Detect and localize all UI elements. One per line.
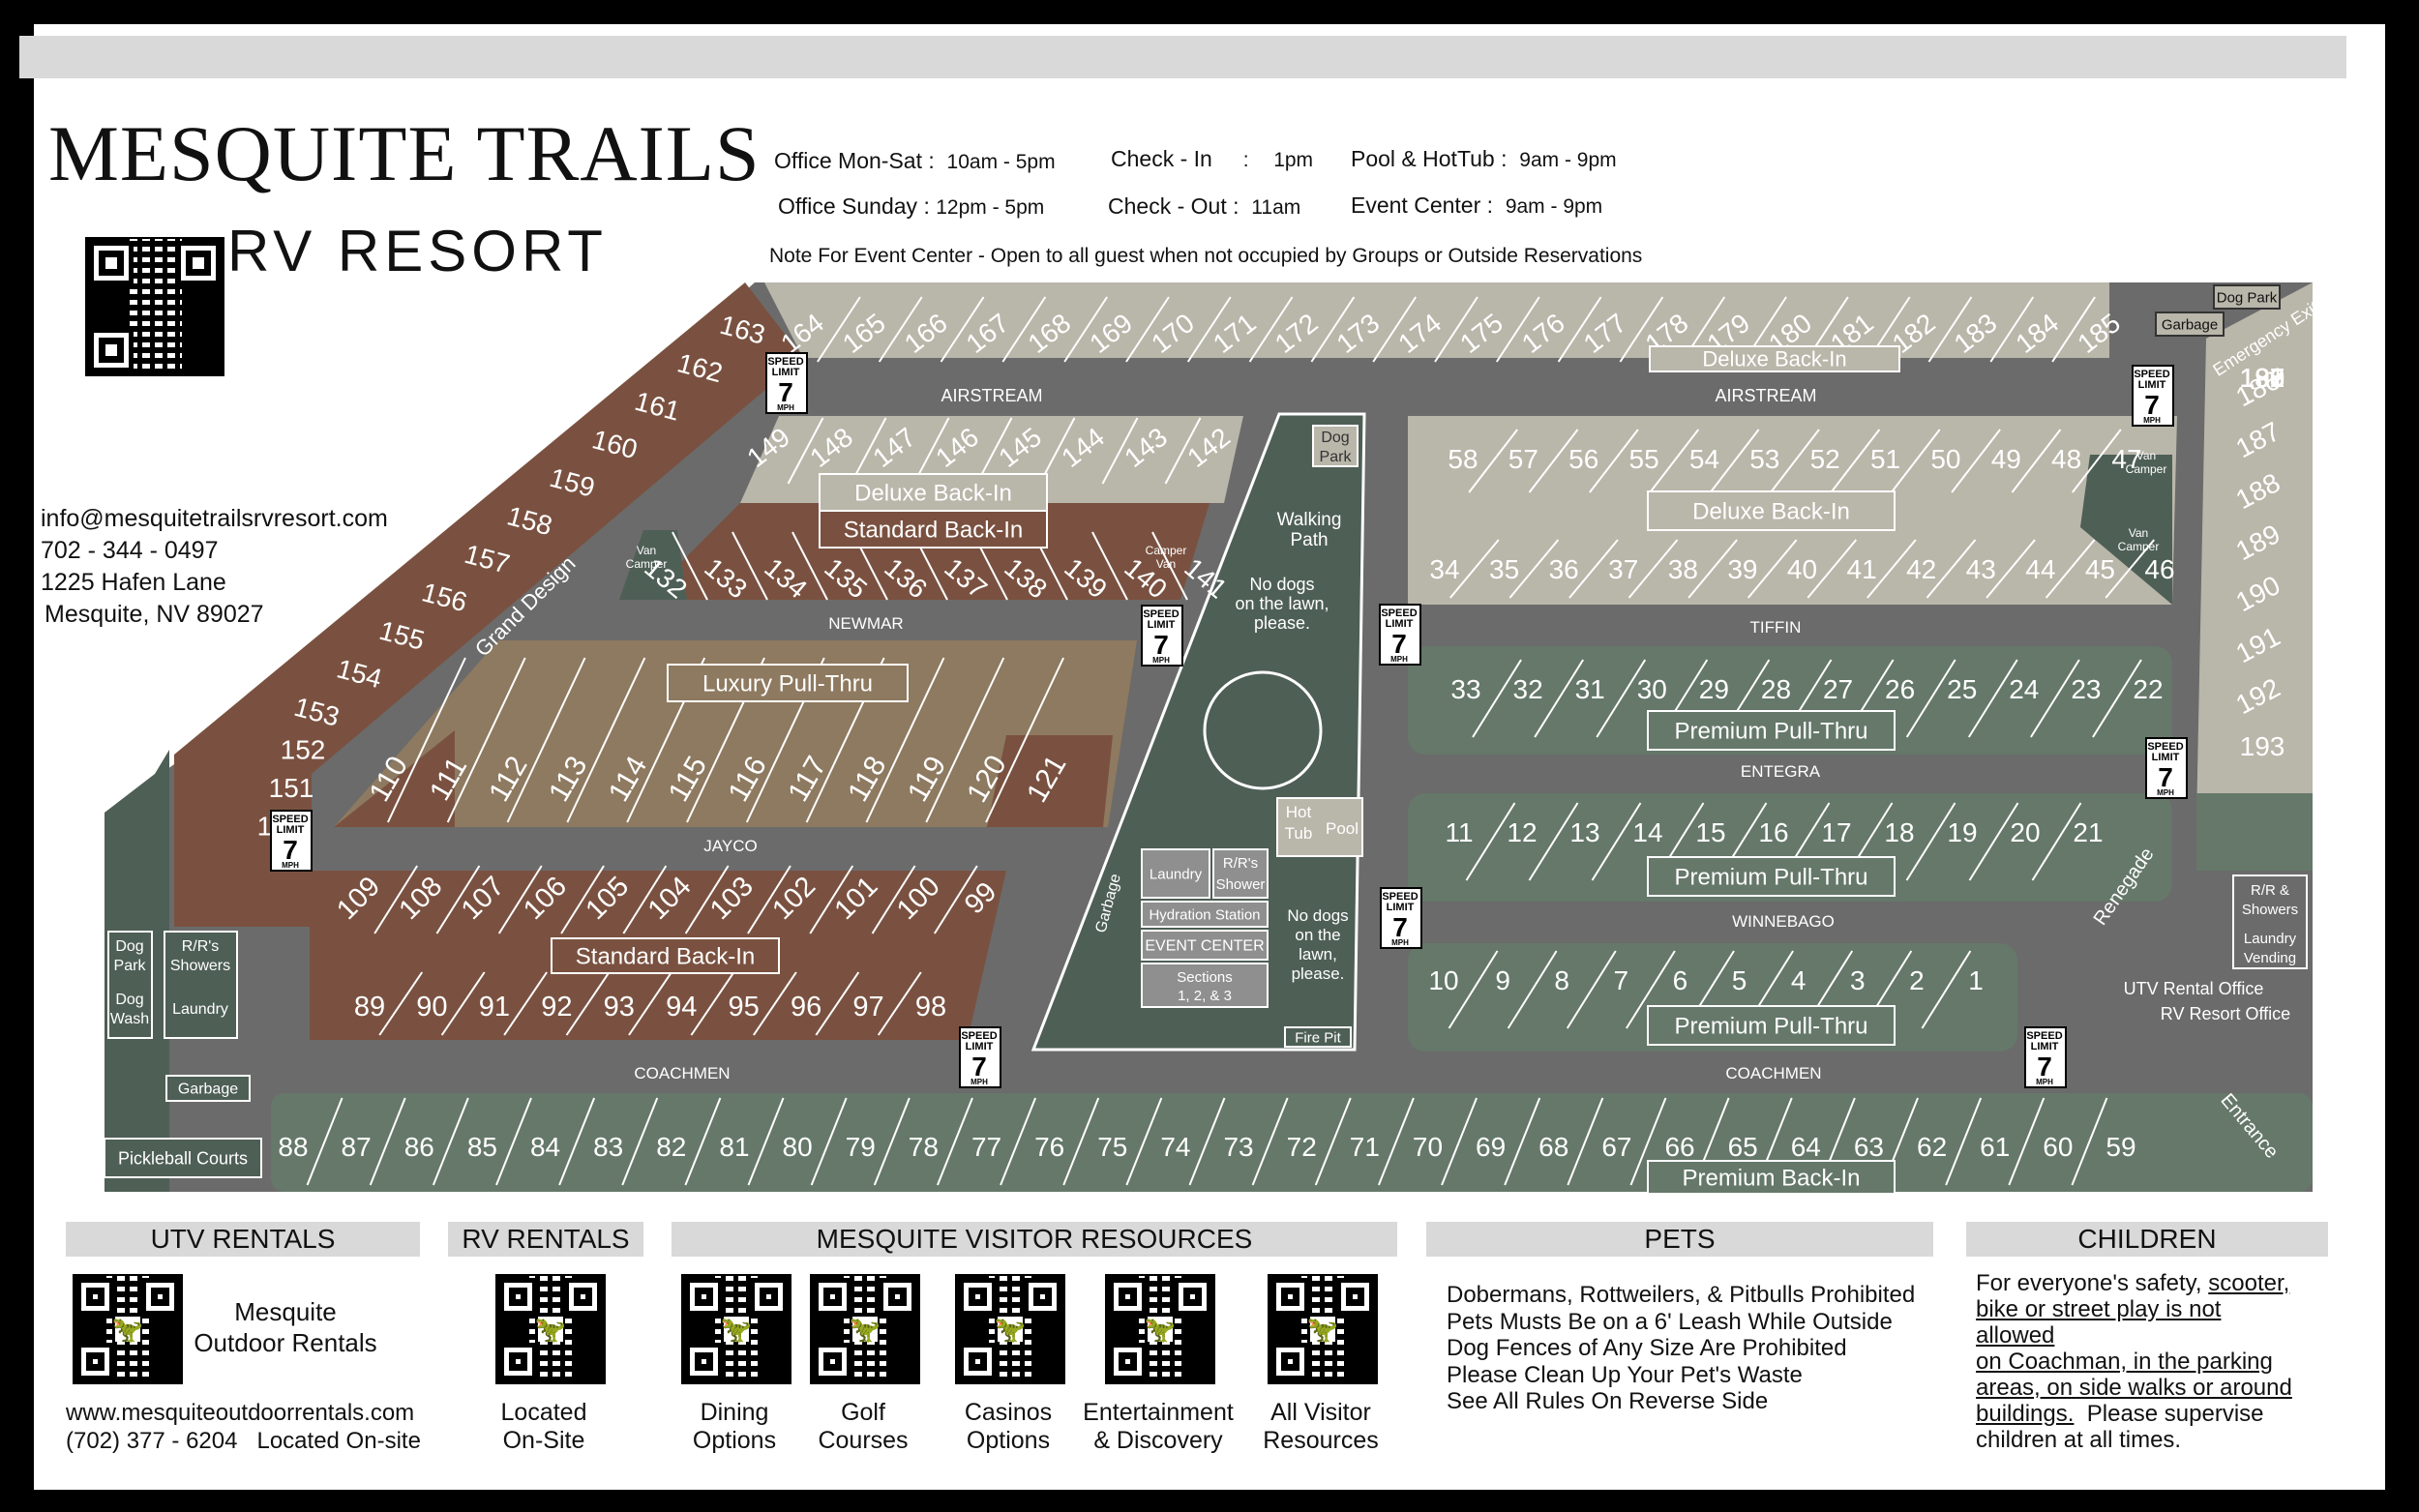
- utv-rentals-header: UTV RENTALS: [66, 1222, 420, 1257]
- visitor-resource-qr-code[interactable]: 🦖: [1105, 1274, 1215, 1384]
- dinosaur-icon: 🦖: [534, 1314, 567, 1344]
- pets-rule: Dog Fences of Any Size Are Prohibited: [1447, 1335, 1847, 1361]
- resort-logo-subtitle: RV RESORT: [227, 219, 608, 283]
- utv-phone-location: (702) 377 - 6204 Located On-site: [66, 1428, 421, 1454]
- visitor-resource-qr-code[interactable]: 🦖: [681, 1274, 791, 1384]
- dinosaur-icon: 🦖: [1144, 1314, 1177, 1344]
- pool-hours: Pool & HotTub : 9am - 9pm: [1351, 146, 1617, 171]
- children-header: CHILDREN: [1966, 1222, 2328, 1257]
- utv-qr-code[interactable]: 🦖: [73, 1274, 183, 1384]
- dinosaur-icon: 🦖: [849, 1314, 881, 1344]
- top-bar: [19, 36, 2346, 78]
- office-weekday-hours: Office Mon-Sat : 10am - 5pm: [774, 148, 1056, 173]
- pets-rule: Please Clean Up Your Pet's Waste: [1447, 1361, 1803, 1388]
- visitor-resource-qr-code[interactable]: 🦖: [810, 1274, 920, 1384]
- visitor-resources-header: MESQUITE VISITOR RESOURCES: [672, 1222, 1397, 1257]
- pets-header: PETS: [1426, 1222, 1933, 1257]
- pets-rule: Pets Musts Be on a 6' Leash While Outsid…: [1447, 1308, 1893, 1335]
- event-center-hours: Event Center : 9am - 9pm: [1351, 193, 1603, 218]
- dinosaur-icon: 🦖: [720, 1314, 753, 1344]
- children-rules: For everyone's safety, scooter, bike or …: [1976, 1270, 2292, 1453]
- dinosaur-icon: 🦖: [994, 1314, 1027, 1344]
- visitor-resource-label: Entertainment& Discovery: [1083, 1399, 1234, 1454]
- rv-rentals-header: RV RENTALS: [448, 1222, 643, 1257]
- resort-logo-title: MESQUITE TRAILS: [48, 109, 761, 197]
- pets-rule: Dobermans, Rottweilers, & Pitbulls Prohi…: [1447, 1282, 1916, 1308]
- event-center-note: Note For Event Center - Open to all gues…: [769, 245, 1643, 267]
- visitor-resource-qr-code[interactable]: 🦖: [1268, 1274, 1378, 1384]
- pets-rules-list: Dobermans, Rottweilers, & Pitbulls Prohi…: [1447, 1282, 1915, 1415]
- checkin-hours: Check - In : 1pm: [1111, 146, 1314, 171]
- office-sunday-hours: Office Sunday : 12pm - 5pm: [778, 193, 1045, 219]
- utv-website[interactable]: www.mesquiteoutdoorrentals.com: [66, 1400, 415, 1426]
- dinosaur-icon: 🦖: [1306, 1314, 1339, 1344]
- checkout-hours: Check - Out : 11am: [1108, 193, 1301, 219]
- visitor-resource-qr-code[interactable]: 🦖: [955, 1274, 1065, 1384]
- dinosaur-icon: 🦖: [111, 1314, 144, 1344]
- rv-rentals-qr-code[interactable]: 🦖: [495, 1274, 606, 1384]
- pets-rule: See All Rules On Reverse Side: [1447, 1388, 1769, 1414]
